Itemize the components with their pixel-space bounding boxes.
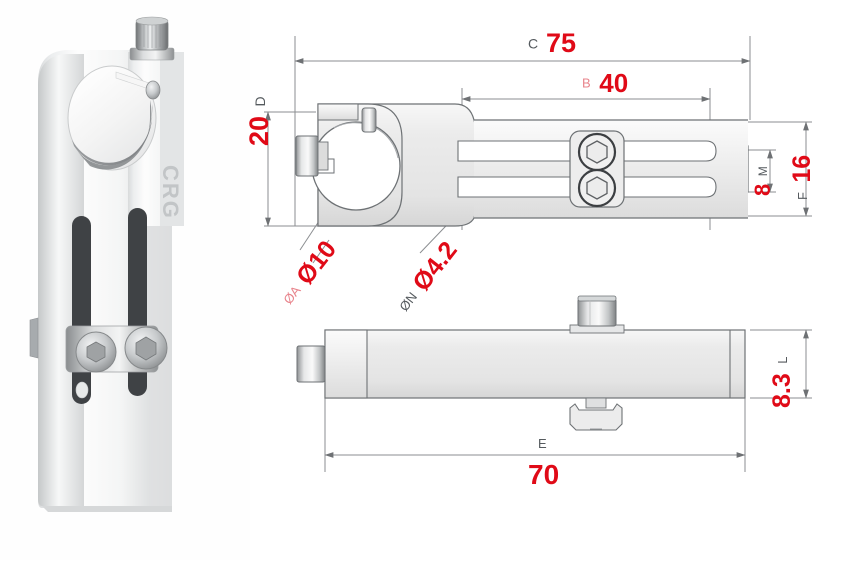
top-pinch-bolt-shank: [317, 141, 329, 171]
side-bolt-head-top: [577, 295, 617, 302]
dim-body-width-value: 16: [788, 154, 816, 183]
dim-slot-spacing: 8 M: [750, 166, 775, 196]
clamp-head-shade: [160, 52, 184, 226]
dim-clamp-width-letter: D: [251, 96, 268, 107]
bracket-bottom-edge: [42, 506, 172, 512]
knurl-lines: [139, 22, 165, 48]
dim-slot-length: B 40: [582, 70, 628, 96]
top-hex-socket-lower: [586, 176, 608, 200]
side-t-nut: [569, 403, 623, 431]
product-photo: CRG: [0, 0, 250, 560]
dim-side-length: 70: [528, 461, 559, 489]
side-left-block: [324, 329, 368, 399]
top-hex-socket-upper: [586, 140, 608, 164]
clamp-bore: [67, 65, 157, 171]
hex-socket-right-icon: [135, 336, 157, 361]
side-bolt-head: [577, 298, 617, 327]
extension-lines-side: [324, 329, 812, 472]
side-pinch-bolt: [296, 345, 326, 383]
dim-clamp-width: 20 D: [244, 96, 274, 146]
dim-slot-length-letter: B: [582, 75, 591, 91]
pinch-bolt-top: [135, 16, 169, 26]
top-view: [295, 103, 749, 227]
side-bar: [324, 329, 746, 399]
dim-side-thickness-value: 8.3: [768, 373, 796, 408]
dim-slot-spacing-letter: M: [756, 166, 770, 177]
dim-side-length-letter: E: [538, 436, 547, 451]
crg-engraving: CRG: [158, 165, 183, 220]
dim-side-thickness-letter: L: [775, 356, 790, 364]
dim-overall-length-letter: C: [528, 35, 539, 52]
dim-side-length-letter-wrap: E: [538, 437, 547, 450]
product-photo-render: CRG: [29, 16, 184, 512]
dim-side-length-value: 70: [528, 459, 560, 490]
plate-pin: [75, 381, 89, 399]
leader-bore-2: [312, 239, 330, 264]
dim-slot-length-value: 40: [599, 68, 629, 98]
dim-side-thickness: 8.3 L: [768, 356, 796, 408]
dim-slot-spacing-value: 8: [750, 183, 775, 196]
top-boss: [317, 103, 359, 121]
top-pinch-bolt-head: [295, 135, 319, 177]
dim-body-width-letter: F: [795, 192, 810, 200]
dim-clamp-width-value: 20: [244, 115, 274, 146]
side-nut-shank: [585, 397, 607, 409]
hex-socket-left-icon: [86, 341, 106, 363]
dim-body-width: F 16: [788, 154, 816, 200]
bracket-side-tab: [29, 317, 39, 359]
split-screw: [145, 80, 161, 100]
top-boss-screw: [361, 107, 377, 133]
side-view: [296, 295, 746, 431]
dim-overall-length: C 75: [528, 30, 576, 57]
top-arm-edges: [474, 119, 748, 219]
dim-overall-length-value: 75: [546, 28, 577, 58]
